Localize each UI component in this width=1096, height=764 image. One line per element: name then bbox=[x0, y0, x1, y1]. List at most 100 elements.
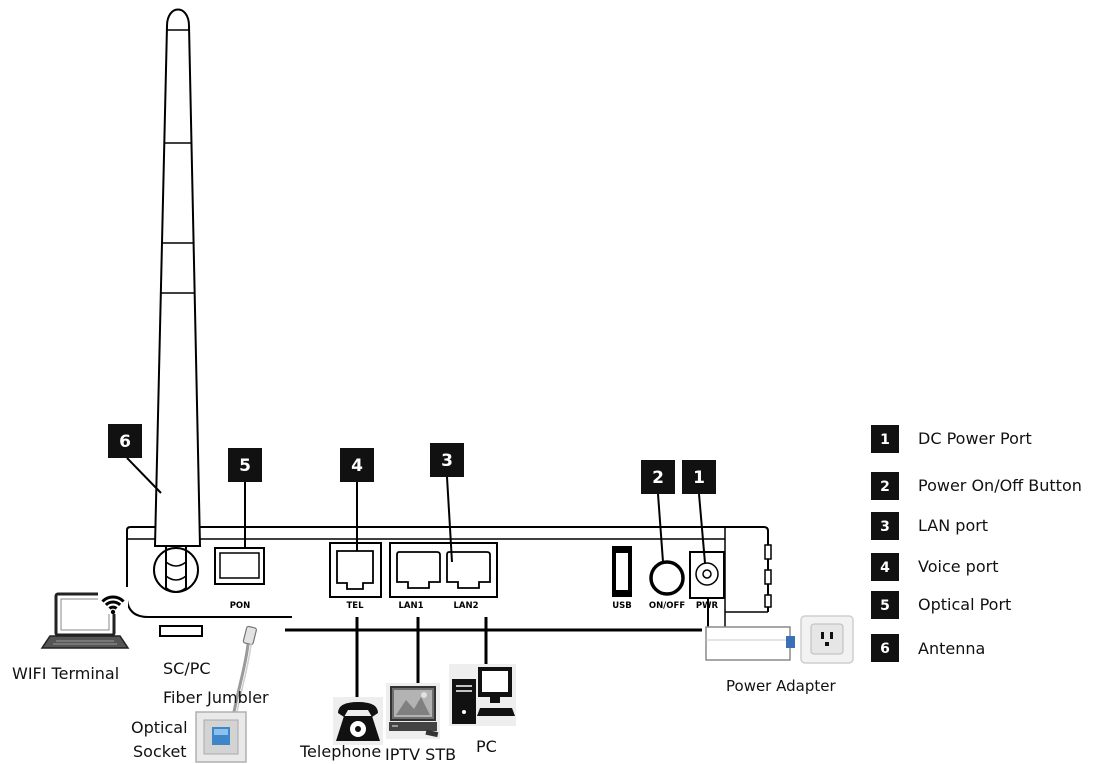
pon-label: PON bbox=[230, 601, 251, 611]
legend-item: 4 Voice port bbox=[871, 553, 998, 581]
legend-number-box bbox=[871, 472, 899, 500]
tel-port: TEL bbox=[329, 542, 382, 611]
fiber-jumper-icon bbox=[232, 625, 257, 713]
panel-side-notch bbox=[764, 569, 772, 585]
panel-bottom-left-edge bbox=[126, 599, 292, 618]
callout-power-button: 2 bbox=[641, 460, 675, 563]
antenna bbox=[153, 8, 202, 593]
pc: PC bbox=[449, 664, 516, 756]
legend-number-box bbox=[871, 553, 899, 581]
antenna-hinge-joint bbox=[165, 561, 187, 581]
iptv-stb-label: IPTV STB bbox=[385, 745, 456, 764]
legend-number-box bbox=[871, 512, 899, 540]
callout-number: 5 bbox=[239, 456, 251, 476]
on-off-label: ON/OFF bbox=[649, 601, 685, 611]
legend-number: 4 bbox=[880, 560, 890, 576]
lan1-jack bbox=[396, 551, 441, 589]
router-body bbox=[126, 526, 772, 637]
callout-number: 6 bbox=[119, 432, 131, 452]
legend-label: LAN port bbox=[918, 516, 988, 535]
legend-number: 3 bbox=[880, 519, 890, 535]
antenna-body bbox=[153, 8, 202, 547]
callout-number: 1 bbox=[693, 468, 705, 488]
legend-item: 5 Optical Port bbox=[871, 591, 1011, 619]
lan1-label: LAN1 bbox=[398, 601, 423, 611]
callout-box bbox=[108, 424, 142, 458]
lan2-label: LAN2 bbox=[453, 601, 478, 611]
callout-optical-port: 5 bbox=[228, 448, 262, 548]
legend-label: Antenna bbox=[918, 639, 985, 658]
callout-box bbox=[228, 448, 262, 482]
callout-leader bbox=[446, 476, 453, 563]
legend-label: DC Power Port bbox=[918, 429, 1032, 448]
callout-leader bbox=[126, 457, 162, 494]
callout-leader bbox=[657, 493, 664, 563]
tel-jack bbox=[336, 550, 374, 590]
legend-item: 2 Power On/Off Button bbox=[871, 472, 1082, 500]
power-button-circle bbox=[649, 560, 685, 596]
pc-label: PC bbox=[476, 737, 497, 756]
antenna-hinge bbox=[153, 547, 199, 593]
telephone-icon bbox=[333, 697, 383, 745]
legend-number: 2 bbox=[880, 479, 890, 495]
iptv-stb-icon bbox=[386, 683, 440, 739]
callout-number: 2 bbox=[652, 468, 664, 488]
legend-item: 1 DC Power Port bbox=[871, 425, 1032, 453]
wifi-terminal-label: WIFI Terminal bbox=[12, 664, 119, 683]
fiber-jumbler: SC/PC Fiber Jumbler bbox=[163, 625, 269, 713]
optical-socket: Optical Socket bbox=[131, 711, 247, 763]
callout-box bbox=[340, 448, 374, 482]
telephone-label: Telephone bbox=[299, 742, 381, 761]
wifi-icon bbox=[98, 587, 128, 615]
callout-leader bbox=[698, 493, 706, 564]
fiber-jumbler-label-line1: SC/PC bbox=[163, 659, 211, 678]
legend-label: Voice port bbox=[918, 557, 998, 576]
legend-number: 5 bbox=[880, 598, 890, 614]
fiber-jumbler-label-line2: Fiber Jumbler bbox=[163, 688, 269, 707]
callout-number: 4 bbox=[351, 456, 363, 476]
usb-port: USB bbox=[612, 546, 632, 611]
callout-box bbox=[430, 443, 464, 477]
callout-number: 3 bbox=[441, 451, 453, 471]
legend-label: Optical Port bbox=[918, 595, 1011, 614]
legend-number-box bbox=[871, 591, 899, 619]
tel-label: TEL bbox=[346, 601, 364, 611]
legend-label: Power On/Off Button bbox=[918, 476, 1082, 495]
wifi-terminal: WIFI Terminal bbox=[12, 587, 130, 683]
panel-side-notch bbox=[764, 594, 772, 608]
optical-socket-label-line1: Optical bbox=[131, 718, 188, 737]
callout-lan-port: 3 bbox=[430, 443, 464, 563]
power-outlet-icon bbox=[800, 615, 854, 664]
pon-port-inner bbox=[219, 552, 260, 579]
power-adapter-icon bbox=[705, 626, 795, 661]
callout-antenna: 6 bbox=[108, 424, 162, 494]
lan2-jack bbox=[446, 551, 491, 589]
iptv-stb: IPTV STB bbox=[385, 683, 456, 764]
antenna-hinge-stem bbox=[165, 546, 187, 593]
telephone: Telephone bbox=[299, 697, 383, 761]
pc-icon bbox=[449, 664, 516, 726]
usb-port-slot bbox=[616, 553, 628, 590]
legend-number-box bbox=[871, 634, 899, 662]
laptop-icon bbox=[40, 592, 130, 649]
legend-item: 6 Antenna bbox=[871, 634, 985, 662]
lan-ports: LAN1 LAN2 bbox=[389, 542, 498, 611]
optical-socket-icon bbox=[195, 711, 247, 763]
panel-foot-left bbox=[159, 625, 203, 637]
pon-port: PON bbox=[214, 547, 265, 611]
power-adapter: Power Adapter bbox=[705, 615, 854, 695]
callout-dc-power-port: 1 bbox=[682, 460, 716, 564]
power-button: ON/OFF bbox=[649, 560, 685, 611]
usb-label: USB bbox=[612, 601, 632, 611]
optical-socket-label-line2: Socket bbox=[133, 742, 187, 761]
panel-outline bbox=[126, 526, 769, 612]
callout-box bbox=[641, 460, 675, 494]
legend-number: 1 bbox=[880, 432, 890, 448]
power-adapter-label: Power Adapter bbox=[726, 677, 836, 695]
callout-box bbox=[682, 460, 716, 494]
panel-side-notch bbox=[764, 544, 772, 560]
legend-number-box bbox=[871, 425, 899, 453]
legend-number: 6 bbox=[880, 641, 890, 657]
legend-item: 3 LAN port bbox=[871, 512, 988, 540]
